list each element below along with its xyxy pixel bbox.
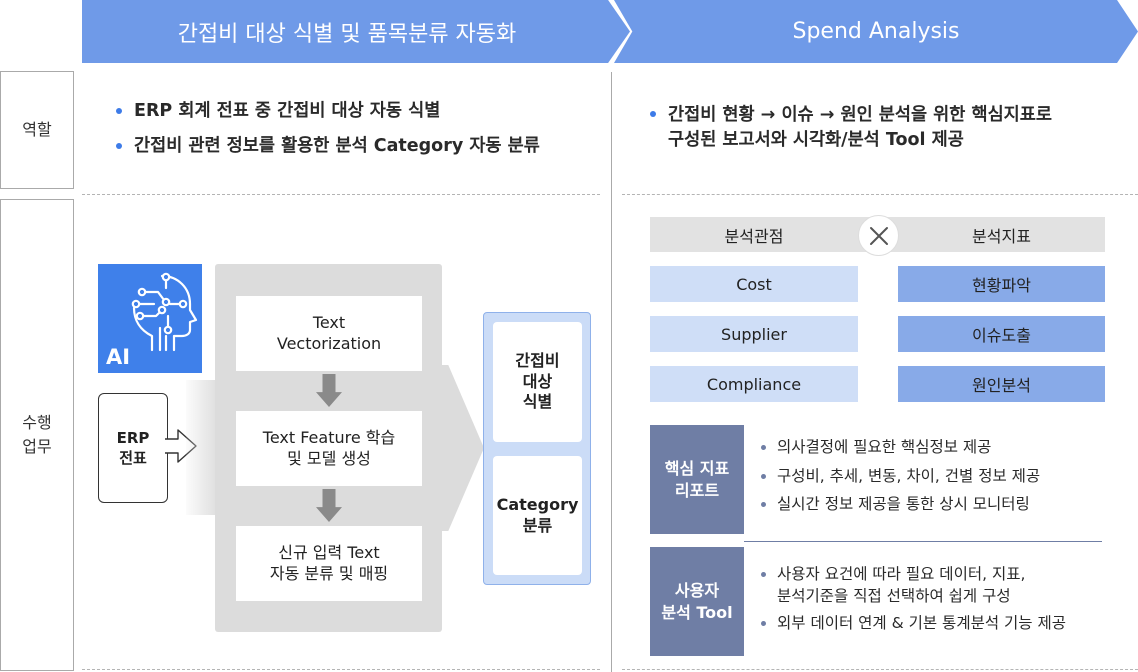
step-feature-learning: Text Feature 학습 및 모델 생성 [236,411,422,486]
feature-report-list: 의사결정에 필요한 핵심정보 제공 구성비, 추세, 변동, 차이, 건별 정보… [759,437,1040,523]
indicator-cause: 원인분석 [898,366,1105,402]
list-item: 의사결정에 필요한 핵심정보 제공 [759,437,1040,459]
list-item: ERP 회계 전표 중 간접비 대상 자동 식별 [114,100,540,123]
ai-brain-icon [131,272,198,352]
perspective-cost: Cost [650,266,858,302]
header-left-title: 간접비 대상 식별 및 품목분류 자동화 [82,0,630,63]
list-item: 간접비 관련 정보를 활용한 분석 Category 자동 분류 [114,135,540,158]
matrix-right-header: 분석지표 [972,226,1031,246]
divider-dashed [82,194,600,195]
result-category-classification: Category 분류 [493,456,582,575]
divider-dashed [622,194,1138,195]
row-label-task: 수행 업무 [0,199,74,671]
ai-box: AI [98,264,202,373]
ai-label: AI [106,345,131,369]
matrix-left-header: 분석관점 [724,226,784,246]
close-icon [869,226,888,245]
perspective-supplier: Supplier [650,316,858,352]
row-label-role: 역할 [0,71,74,189]
perspective-compliance: Compliance [650,366,858,402]
divider-dashed [82,669,600,670]
list-item: 사용자 요건에 따라 필요 데이터, 지표, 분석기준을 직접 선택하여 쉽게 … [759,564,1066,607]
step-auto-classification: 신규 입력 Text 자동 분류 및 매핑 [236,526,422,601]
cross-circle [858,215,899,256]
feature-label-report: 핵심 지표 리포트 [650,425,744,534]
role-right-list: 간접비 현황 → 이슈 → 원인 분석을 위한 핵심지표로 구성된 보고서와 시… [648,103,1052,154]
list-item: 구성비, 추세, 변동, 차이, 건별 정보 제공 [759,466,1040,488]
input-funnel [186,380,220,515]
process-arrow [442,365,484,531]
result-indirect-identification: 간접비 대상 식별 [493,322,582,442]
list-item: 간접비 현황 → 이슈 → 원인 분석을 위한 핵심지표로 구성된 보고서와 시… [648,103,1052,154]
list-item: 실시간 정보 제공을 통한 상시 모니터링 [759,494,1040,516]
step-text-vectorization: Text Vectorization [236,296,422,371]
divider-dashed [622,669,1138,670]
indicator-status: 현황파악 [898,266,1105,302]
feature-separator [744,541,1102,542]
list-item: 외부 데이터 연계 & 기본 통계분석 기능 제공 [759,613,1066,635]
header-right-title: Spend Analysis [614,0,1138,63]
erp-voucher-box: ERP 전표 [98,393,168,503]
feature-tool-list: 사용자 요건에 따라 필요 데이터, 지표, 분석기준을 직접 선택하여 쉽게 … [759,564,1066,641]
indicator-issue: 이슈도출 [898,316,1105,352]
column-divider [611,72,612,672]
role-left-list: ERP 회계 전표 중 간접비 대상 자동 식별 간접비 관련 정보를 활용한 … [114,100,540,170]
feature-label-tool: 사용자 분석 Tool [650,547,744,656]
